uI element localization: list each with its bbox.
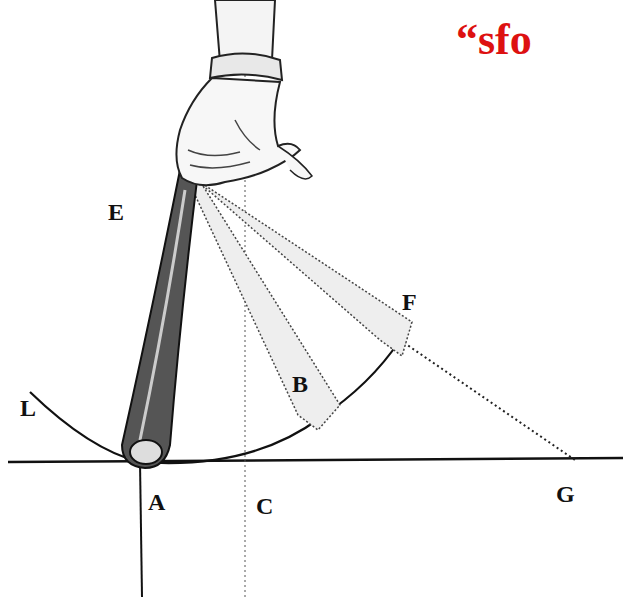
point-label: E xyxy=(108,200,124,224)
club xyxy=(122,170,198,468)
point-label: L xyxy=(20,396,36,420)
club-position-b xyxy=(188,178,340,430)
finger-lines xyxy=(188,120,260,168)
point-label: G xyxy=(556,482,575,506)
point-label: B xyxy=(292,372,308,396)
point-label: C xyxy=(256,494,273,518)
club-highlight xyxy=(140,190,185,440)
vertical-line xyxy=(140,462,142,597)
tangent-line xyxy=(400,340,575,460)
point-label: F xyxy=(402,290,417,314)
sforza-heading: “sfo xyxy=(456,18,532,62)
cuff xyxy=(210,53,282,80)
hand xyxy=(176,78,300,185)
club-head xyxy=(130,440,162,464)
thumb xyxy=(278,146,312,179)
swing-arc xyxy=(30,340,400,463)
point-label: A xyxy=(148,490,165,514)
horizontal-line xyxy=(8,458,623,462)
club-position-f xyxy=(192,176,412,356)
